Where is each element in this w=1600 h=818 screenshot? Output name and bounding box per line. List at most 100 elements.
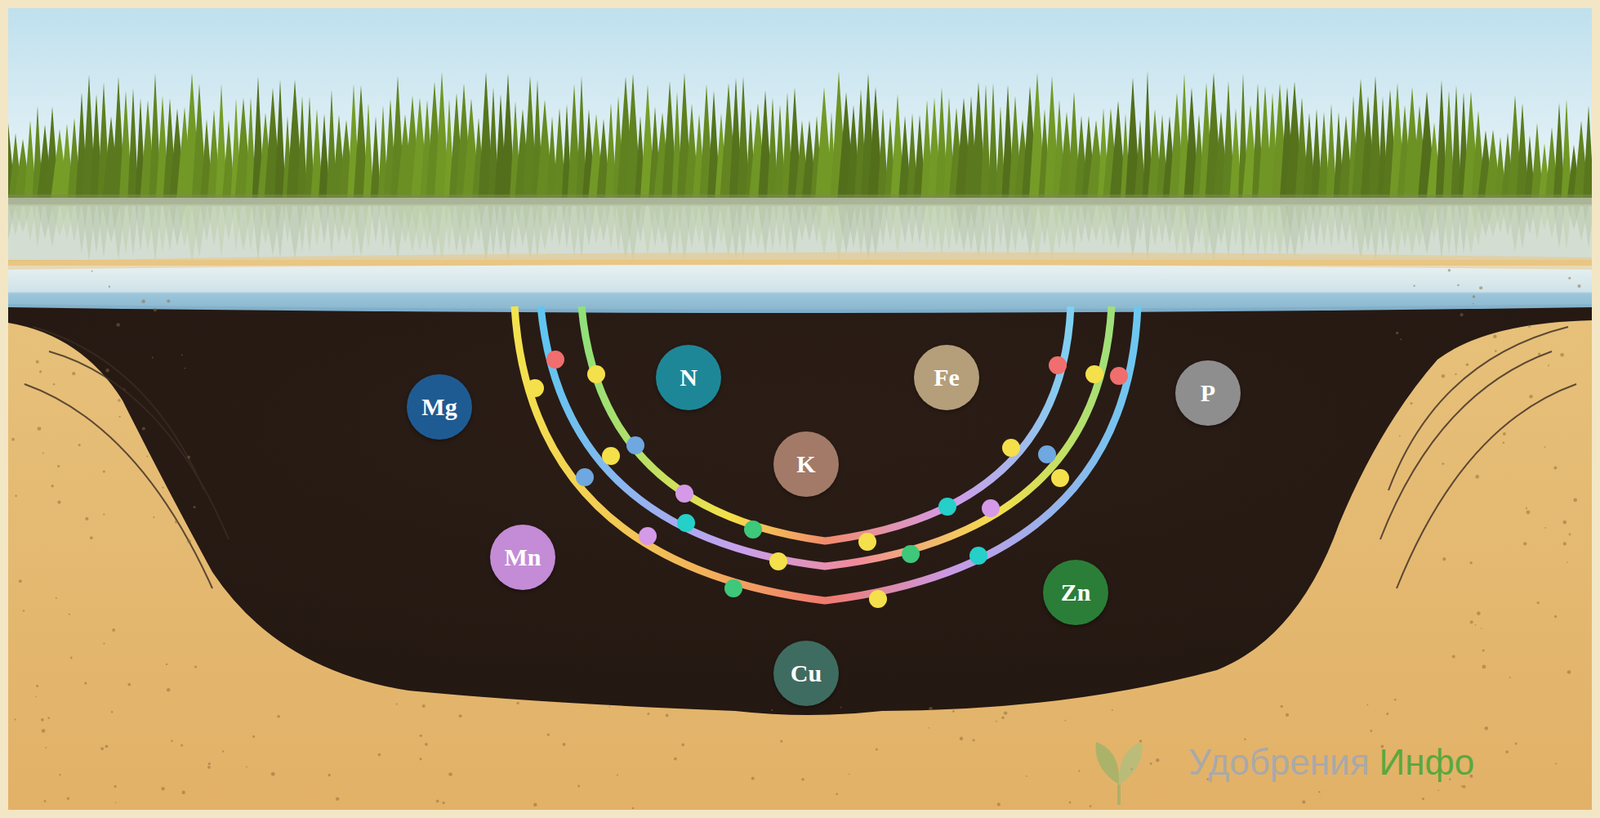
sand-grain [1394,698,1397,701]
sand-grain [1078,769,1080,772]
arc-dot [969,546,988,565]
element-circle: Mn [490,524,556,590]
sand-grain [1547,364,1550,366]
sand-grain [997,802,1001,806]
sand-grain [533,802,538,807]
sand-grain [1484,726,1489,730]
sand-grain [182,790,186,794]
sand-grain [1509,676,1511,678]
sand-grain [1441,374,1446,379]
sand-grain [153,307,157,312]
sand-grain [1555,762,1557,764]
sand-grain [1441,462,1445,465]
sand-grain [1525,507,1528,509]
arc-dot [869,589,887,608]
sand-grain [141,299,145,304]
sand-grain [142,426,146,430]
sand-grain [1537,601,1540,604]
sand-grain [1563,541,1567,545]
sand-grain [1318,790,1320,793]
arc-dot [744,520,763,539]
element-circle: Cu [773,640,839,706]
sand-grain [1528,394,1534,399]
sand-grain [577,784,580,788]
sand-grain [928,726,931,729]
sand-grain [378,753,382,757]
watermark: Инфо [1379,741,1476,783]
sand-grain [187,455,191,460]
sand-grain [1554,615,1557,618]
sand-grain [160,786,165,790]
sand-grain [207,765,211,769]
sand-grain [665,713,669,718]
arc-dot [626,436,645,455]
sand-grain [1559,352,1565,357]
sand-grain [1480,627,1483,629]
sand-grain [1466,363,1470,367]
sand-grain [35,360,40,364]
sand-grain [1421,797,1425,800]
sand-grain [1502,441,1505,444]
sand-grain [1544,526,1547,529]
arc-dot [724,579,743,598]
sand-grain [424,742,428,746]
element-circle: Fe [913,344,980,411]
sand-grain [835,793,838,796]
sand-grain [442,801,446,804]
sand-grain [419,734,423,737]
sand-grain [801,777,805,781]
sand-grain [328,773,331,776]
sand-grain [1476,610,1481,616]
sand-grain [1243,738,1246,740]
sand-grain [1568,276,1571,280]
sand-grain [928,706,933,711]
sand-grain [245,765,248,767]
arc-dot [575,467,594,486]
sand-grain [18,579,23,583]
sand-grain [1523,541,1527,545]
sand-grain [616,774,619,776]
sand-grain [165,663,168,665]
sand-grain [419,757,423,760]
sand-grain [1472,303,1475,305]
arc-dot [769,552,788,571]
sand-grain [1395,331,1399,335]
sand-grain [194,664,197,668]
sand-grain [53,383,55,385]
sand-grain [1412,285,1415,287]
sand-grain [1442,557,1446,561]
sand-grain [78,443,81,446]
sand-grain [119,415,121,418]
sand-grain [1515,742,1518,745]
sand-grain [1139,739,1142,742]
sand-grain [184,367,187,370]
sand-grain [170,739,173,742]
sand-grain [161,486,164,489]
element-symbol: P [1200,378,1216,407]
sand-grain [848,773,851,776]
sand-grain [1567,669,1572,674]
sand-grain [1454,373,1457,375]
sand-grain [57,500,61,504]
sand-grain [84,516,89,521]
arc-dot [546,350,565,369]
sand-grain [1280,704,1284,708]
sand-grain [1479,285,1483,290]
sand-grain [14,717,17,720]
sand-grain [952,709,955,713]
sand-grain [396,703,398,705]
sand-grain [180,744,183,747]
sand-grain [57,464,60,468]
arc-dot [1038,445,1057,464]
sand-grain [166,298,170,303]
sand-grain [1089,804,1092,807]
sand-grain [422,704,426,708]
sand-grain [1370,729,1373,732]
sand-grain [276,714,281,718]
sand-grain [44,746,47,749]
sand-grain [102,513,105,516]
sand-grain [102,641,105,644]
element-symbol: Fe [933,363,960,392]
element-circle: Mg [406,374,473,440]
element-circle: Zn [1042,559,1109,625]
